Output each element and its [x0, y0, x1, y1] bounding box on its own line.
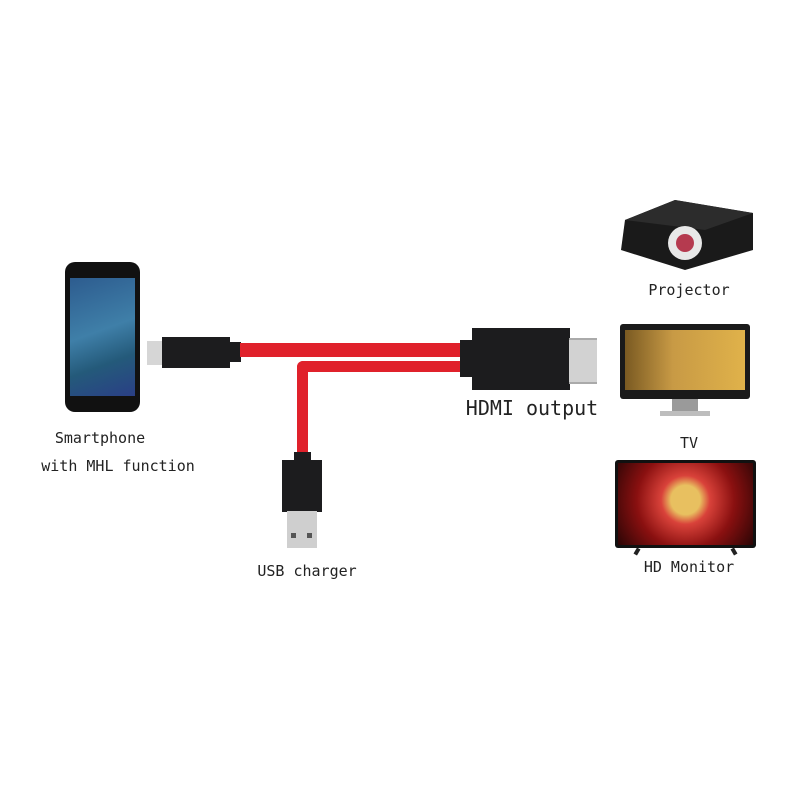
- hdmi-output-label: HDMI output: [465, 396, 599, 420]
- micro-usb-tip: [147, 341, 163, 365]
- smartphone-image: [65, 262, 140, 412]
- tv-image: [620, 324, 750, 420]
- smartphone-label: Smartphone: [54, 429, 146, 447]
- hd-monitor-label: HD Monitor: [643, 558, 735, 576]
- projector-image: [615, 195, 755, 273]
- usb-charger-label: USB charger: [257, 562, 357, 580]
- smartphone-mhl-label: with MHL function: [41, 457, 195, 475]
- projector-label: Projector: [648, 281, 730, 299]
- micro-usb-strain-relief: [229, 342, 241, 362]
- usb-a-connector: [282, 460, 322, 512]
- smartphone-screen: [70, 278, 135, 396]
- hdmi-metal-plug: [569, 338, 597, 384]
- charger-cable-horizontal: [297, 361, 462, 372]
- charger-cable-vertical: [297, 361, 308, 459]
- hdmi-strain-relief: [460, 340, 474, 377]
- usb-strain-relief: [294, 452, 311, 462]
- hd-monitor-image: [615, 460, 756, 556]
- main-cable: [240, 343, 462, 357]
- micro-usb-connector: [162, 337, 230, 368]
- usb-a-metal-plug: [287, 511, 317, 548]
- hdmi-connector: [472, 328, 570, 390]
- tv-label: TV: [679, 434, 699, 452]
